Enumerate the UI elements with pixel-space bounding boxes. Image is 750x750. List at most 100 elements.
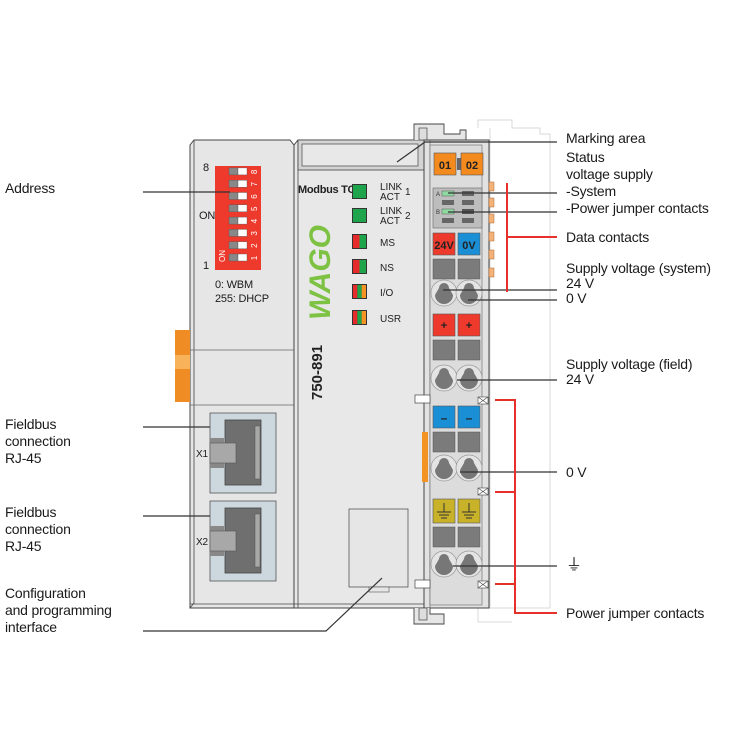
callout-text: RJ-45 [5,450,42,466]
clamp-actuator[interactable] [432,526,456,548]
ground-icon [437,503,451,519]
clamp-actuator[interactable] [457,431,481,453]
clamp-opening[interactable] [455,454,483,482]
terminal-ground-1[interactable] [432,498,456,524]
callout-field-0v: 0 V [566,464,587,481]
dip-number: 8 [250,169,259,174]
callout-marking-area: Marking area [566,130,646,147]
callout-text: 0 V [566,464,587,480]
clamp-actuator[interactable] [457,258,481,280]
callout-text: Power jumper contacts [566,605,705,621]
led-label: MS [380,238,395,249]
clamp-opening[interactable] [455,279,483,307]
callout-text: Supply voltage (system) [566,260,711,276]
clamp-opening[interactable] [430,364,458,392]
led-label: I/O [380,288,394,299]
dip-switch-1[interactable]: 1 [228,253,259,262]
dip-switch-5[interactable]: 5 [228,204,259,213]
callout-text: interface [5,619,57,635]
svg-text:02: 02 [466,160,478,172]
dip-number: 1 [250,255,259,260]
dip-number: 3 [250,231,259,236]
dip-switch[interactable]: 1 2 3 4 5 6 7 8ON [215,166,261,270]
dip-on-marking: ON [218,250,227,262]
config-interface-cover[interactable] [348,508,409,593]
led-index: 2 [405,211,411,222]
callout-lines-left [143,191,383,632]
dip-switch-6[interactable]: 6 [228,192,259,200]
clamp-actuator[interactable] [432,431,456,453]
callout-lines-red [495,183,557,614]
callout-text: Marking area [566,130,646,146]
callout-text: Status [566,149,605,165]
callout-ground: ⏚ [566,557,582,574]
led-ns: NS [352,259,394,274]
ground-icon [462,503,476,519]
callout-text: Address [5,180,55,196]
clamp-actuator[interactable] [457,526,481,548]
callout-text: Fieldbus [5,504,57,520]
svg-text:01: 01 [439,160,451,172]
terminal-field-plus-1[interactable]: + [432,313,456,337]
data-contacts [488,181,495,278]
callout-text: Configuration [5,585,86,601]
clamp-actuator[interactable] [432,339,456,361]
dip-number: 4 [250,218,259,223]
terminal-ground-2[interactable] [457,498,481,524]
svg-text:B: B [436,210,440,216]
clamp-opening[interactable] [430,550,458,578]
port-label-x1: X1 [196,449,208,460]
clamp-opening[interactable] [430,454,458,482]
terminal-field-plus-2[interactable]: + [457,313,481,337]
port-label-x2: X2 [196,537,208,548]
marker-02: 02 [460,152,484,176]
led-label: ACT [380,216,400,227]
adjacent-module-outline [477,119,551,623]
terminal-field-minus-2[interactable]: – [457,405,481,429]
rj45-port-x2[interactable] [209,500,277,582]
led-i-o: I/O [352,284,394,299]
rj45-port-x1[interactable] [209,412,277,494]
svg-text:24V: 24V [434,240,454,252]
callout-text: 0 V [566,290,587,306]
dip-number: 2 [250,243,259,248]
callout-text: and programming [5,602,112,618]
callout-address: Address [5,180,55,197]
callout-text: Data contacts [566,229,649,245]
dip-note-dhcp: 255: DHCP [215,293,269,305]
svg-text:+: + [466,320,472,332]
marker-01: 01 [433,152,457,176]
protocol-label: Modbus TCP [298,184,362,196]
terminal-24v[interactable]: 24V [432,232,456,256]
clamp-opening[interactable] [455,364,483,392]
dip-switch-2[interactable]: 2 [228,241,259,249]
clamp-opening[interactable] [430,279,458,307]
led-label: LINK [380,182,403,193]
terminal-field-minus-1[interactable]: – [432,405,456,429]
svg-text:–: – [441,411,448,425]
dip-number: 5 [250,206,259,211]
power-jumper-contacts [477,396,489,589]
status-led-window: A B [432,187,483,229]
dip-switch-3[interactable]: 3 [228,229,259,237]
callout-fieldbus-x1: Fieldbus connection RJ-45 [5,416,71,467]
svg-text:–: – [466,411,473,425]
callout-text: Fieldbus [5,416,57,432]
callout-supply-system: Supply voltage (system) 24 V 0 V [566,261,711,306]
led-ms: MS [352,234,395,249]
clamp-opening[interactable] [455,550,483,578]
clamp-actuator[interactable] [432,258,456,280]
led-usr: USR [352,310,401,325]
dip-label-on: ON [199,210,216,222]
clamp-actuator[interactable] [457,339,481,361]
callout-config-interface: Configuration and programming interface [5,585,112,636]
dip-switch-7[interactable]: 7 [228,179,259,188]
callout-text: connection [5,521,71,537]
callout-text: 24 V [566,275,594,291]
dip-switch-4[interactable]: 4 [228,216,259,225]
terminal-0v[interactable]: 0V [457,232,481,256]
callout-lines-right [396,141,557,567]
led-label: ACT [380,192,400,203]
dip-switch-8[interactable]: 8 [228,167,259,176]
